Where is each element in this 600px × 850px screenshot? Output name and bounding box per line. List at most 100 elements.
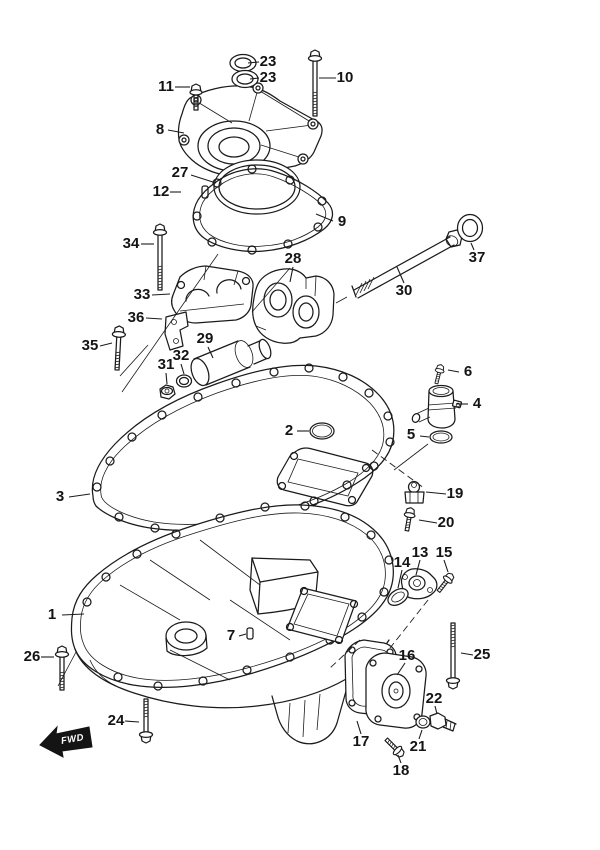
callout-label-6: 6 (464, 363, 472, 380)
callout-leader-25 (460, 652, 474, 656)
callout-label-1: 1 (48, 606, 56, 623)
part-engine-holder-body (70, 501, 394, 745)
bolt-20 (400, 506, 417, 533)
callout-label-4: 4 (473, 395, 482, 412)
bolt-24 (138, 698, 154, 744)
callout-label-16: 16 (399, 647, 416, 664)
callout-leader-20 (418, 519, 438, 524)
callout-leader-28 (289, 266, 294, 283)
part-plug-2 (309, 422, 335, 440)
callout-leader-32 (180, 363, 185, 375)
callout-label-5: 5 (407, 426, 415, 443)
callout-label-27: 27 (172, 164, 189, 181)
callout-label-20: 20 (438, 514, 455, 531)
callout-leader-23 (247, 61, 260, 64)
callout-label-26: 26 (24, 648, 41, 665)
bolt-25 (445, 622, 461, 690)
part-filler-neck (411, 384, 463, 429)
callout-label-31: 31 (158, 356, 175, 373)
part-seal-rings (229, 53, 259, 89)
part-pin-7 (246, 627, 254, 640)
callout-leader-36 (145, 317, 163, 320)
part-anode-19 (404, 480, 425, 504)
bolt-34 (152, 223, 168, 291)
callout-leader-17 (356, 720, 362, 735)
callout-leader-13 (415, 559, 421, 576)
part-o-ring (213, 159, 301, 215)
callout-label-19: 19 (447, 485, 464, 502)
callout-leader-15 (443, 559, 449, 573)
callout-label-10: 10 (337, 69, 354, 86)
bolt-15 (433, 570, 457, 596)
part-o-ring-5 (429, 430, 453, 444)
fwd-arrow: FWD (39, 725, 93, 758)
part-mount-housing (252, 268, 335, 344)
callout-label-36: 36 (128, 309, 145, 326)
part-damper (190, 338, 272, 387)
callout-label-9: 9 (338, 213, 346, 230)
callout-leader-18 (397, 754, 402, 764)
bolt-18 (381, 734, 408, 761)
callout-leader-37 (470, 242, 475, 251)
callout-leader-3 (68, 493, 91, 498)
callout-label-18: 18 (393, 762, 410, 779)
callout-leader-31 (165, 372, 168, 385)
callout-label-33: 33 (134, 286, 151, 303)
callout-label-8: 8 (156, 121, 164, 138)
part-upper-gasket (192, 164, 334, 255)
callout-label-15: 15 (436, 544, 453, 561)
part-small-bracket (164, 311, 189, 351)
callout-label-29: 29 (197, 330, 214, 347)
callout-label-30: 30 (396, 282, 413, 299)
part-fitting-13 (400, 568, 438, 600)
callout-leader-23 (249, 77, 260, 80)
callout-leader-19 (425, 491, 447, 495)
part-side-cover-16 (365, 652, 427, 729)
part-nut-31 (159, 384, 176, 400)
callout-label-25: 25 (474, 646, 491, 663)
callout-leader-6 (447, 369, 460, 373)
callout-leader-8 (167, 129, 185, 134)
callout-label-3: 3 (56, 488, 64, 505)
callout-leader-14 (397, 569, 403, 589)
callout-label-28: 28 (285, 250, 302, 267)
callout-label-23: 23 (260, 53, 277, 70)
callout-label-32: 32 (173, 347, 190, 364)
part-washer-32 (175, 374, 193, 388)
part-plug-22 (429, 712, 457, 732)
callout-label-11: 11 (158, 78, 174, 95)
callout-label-22: 22 (426, 690, 443, 707)
callout-leader-5 (419, 435, 430, 438)
part-washer-21 (415, 715, 431, 729)
callout-leader-24 (124, 720, 140, 723)
callout-leader-29 (207, 346, 214, 359)
callout-leader-35 (99, 342, 113, 347)
callout-label-21: 21 (410, 738, 427, 755)
callout-leader-33 (151, 293, 171, 296)
part-gasket-14 (387, 588, 409, 606)
callout-label-13: 13 (412, 544, 429, 561)
callout-label-35: 35 (82, 337, 99, 354)
callout-label-23: 23 (260, 69, 277, 86)
callout-leader-22 (434, 705, 438, 715)
callout-label-7: 7 (227, 627, 235, 644)
callout-label-17: 17 (353, 733, 370, 750)
callout-leader-16 (396, 662, 406, 676)
callout-leader-30 (396, 266, 405, 284)
callout-leader-1 (61, 613, 85, 616)
bolt-6 (431, 363, 446, 386)
fwd-label: FWD (60, 732, 85, 747)
callout-label-12: 12 (153, 183, 170, 200)
part-pan-gasket (91, 363, 395, 535)
bolt-35 (109, 325, 127, 371)
bolt-26 (54, 645, 70, 691)
callout-leader-9 (315, 213, 334, 222)
callout-label-37: 37 (469, 249, 486, 266)
callout-label-34: 34 (123, 235, 140, 252)
callout-leader-27 (190, 174, 217, 184)
bolt-10 (307, 49, 323, 117)
callout-label-24: 24 (108, 712, 125, 729)
